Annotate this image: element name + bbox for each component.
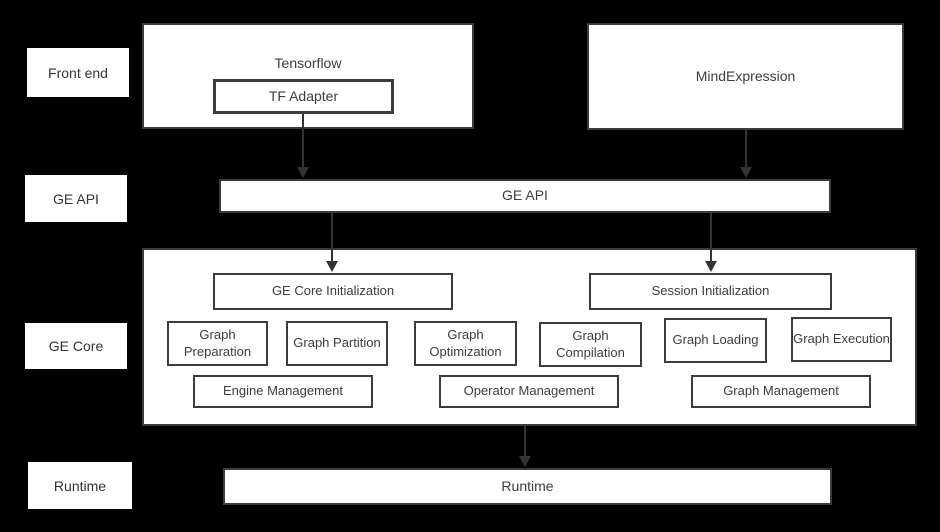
runtime-bar: Runtime <box>223 468 832 505</box>
graph-partition-box: Graph Partition <box>286 321 388 366</box>
graph-preparation-box: Graph Preparation <box>167 321 268 366</box>
operator-management-box: Operator Management <box>439 375 619 408</box>
arrow-ge-api-to-ge-core-init-head <box>326 261 338 272</box>
ge-core-initialization-box: GE Core Initialization <box>213 273 453 310</box>
row-label-ge-core: GE Core <box>25 323 127 369</box>
arrow-tf-adapter-to-ge-api-head <box>297 167 309 178</box>
row-label-front-end: Front end <box>27 48 129 97</box>
arrow-ge-api-to-session-init <box>710 213 712 261</box>
arrow-mindexpression-to-ge-api <box>745 130 747 167</box>
engine-management-box: Engine Management <box>193 375 373 408</box>
arrow-ge-core-to-runtime-head <box>519 456 531 467</box>
arrow-ge-core-to-runtime <box>524 426 526 457</box>
graph-optimization-box: Graph Optimization <box>414 321 517 366</box>
tensorflow-box: Tensorflow TF Adapter <box>142 23 474 129</box>
ge-api-bar: GE API <box>219 179 831 213</box>
arrow-ge-api-to-ge-core-init <box>331 213 333 261</box>
graph-management-box: Graph Management <box>691 375 871 408</box>
arrow-ge-api-to-session-init-head <box>705 261 717 272</box>
arrow-tf-adapter-to-ge-api <box>302 114 304 167</box>
row-label-runtime: Runtime <box>28 462 132 509</box>
graph-loading-box: Graph Loading <box>664 318 767 363</box>
tf-adapter-box: TF Adapter <box>213 79 394 114</box>
arrow-mindexpression-to-ge-api-head <box>740 167 752 178</box>
session-initialization-box: Session Initialization <box>589 273 832 310</box>
graph-compilation-box: Graph Compilation <box>539 322 642 367</box>
tensorflow-label: Tensorflow <box>274 55 342 71</box>
mindexpression-box: MindExpression <box>587 23 904 130</box>
row-label-ge-api: GE API <box>25 175 127 222</box>
graph-execution-box: Graph Execution <box>791 317 892 362</box>
